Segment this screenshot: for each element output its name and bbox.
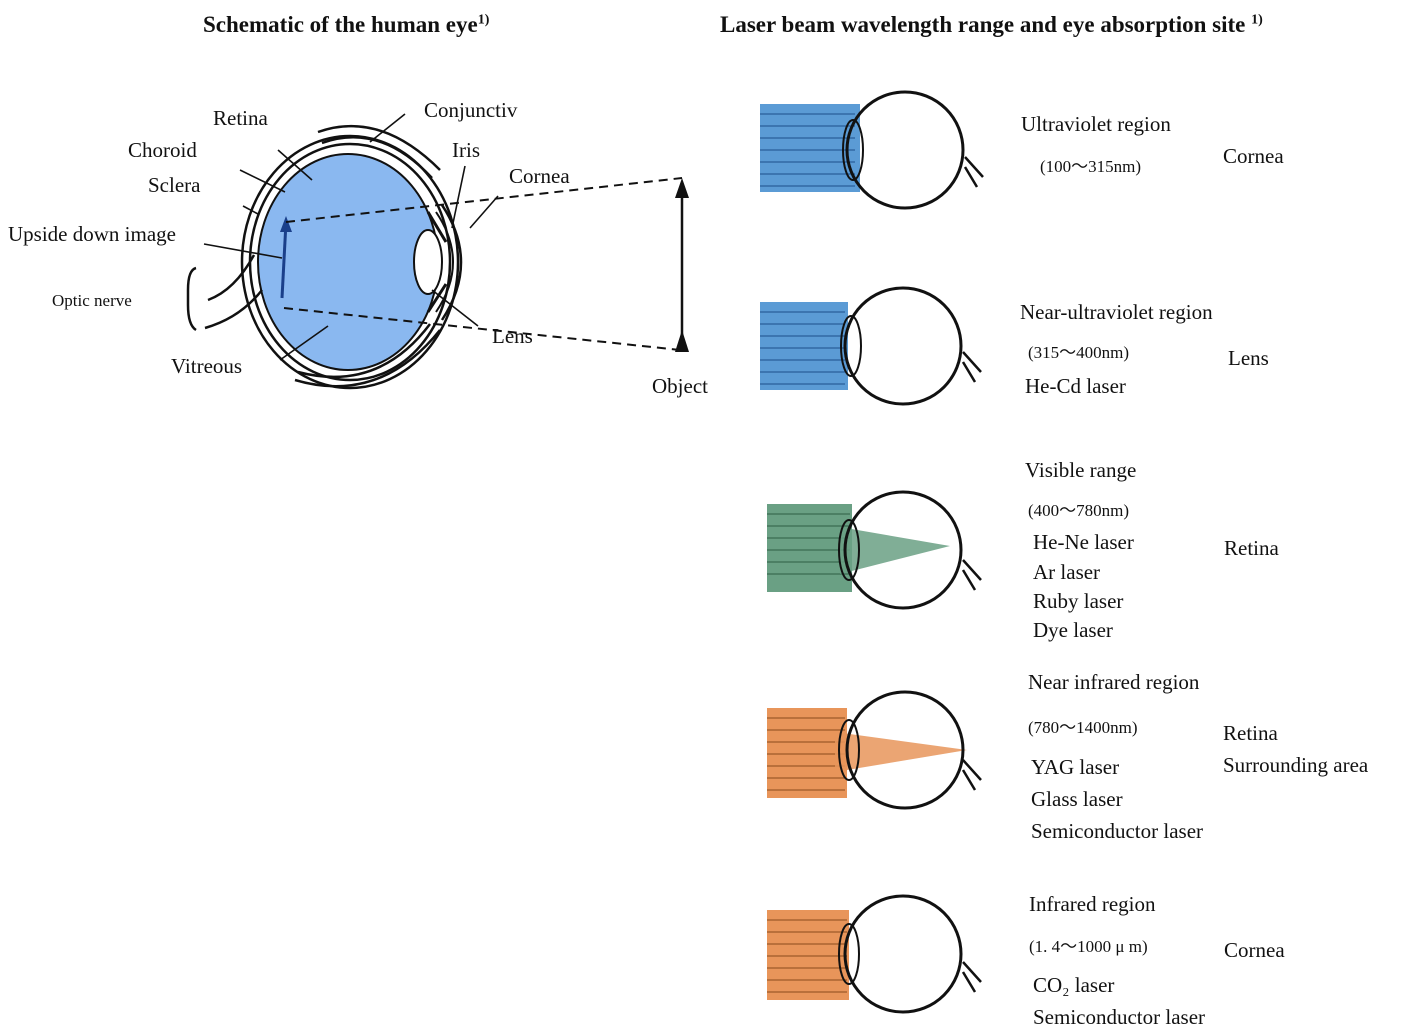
eyeball-near-infrared bbox=[845, 690, 965, 810]
leader-sclera bbox=[242, 205, 259, 215]
eyeball-visible bbox=[843, 490, 963, 610]
nir-laser-2: Semiconductor laser bbox=[1031, 819, 1204, 843]
left-title-text: Schematic of the human eye bbox=[203, 12, 478, 37]
uv-site: Cornea bbox=[1223, 144, 1284, 168]
inverted-image-head bbox=[280, 216, 292, 232]
beam-ultraviolet bbox=[760, 104, 860, 192]
leader-vitreous bbox=[279, 325, 329, 361]
leader-conjunctiva bbox=[369, 113, 406, 143]
leader-upside-down bbox=[203, 243, 283, 259]
ray-lower bbox=[283, 307, 681, 351]
cornea-shape bbox=[440, 204, 463, 321]
beam-near-infrared bbox=[767, 708, 847, 798]
optic-nerve-upper bbox=[207, 254, 256, 302]
ir-range: (1. 4～1000 μ m) bbox=[1029, 937, 1148, 956]
beam-near-infrared-focus bbox=[835, 732, 967, 772]
vis-laser-3: Dye laser bbox=[1033, 618, 1113, 642]
nir-range: (780～1400nm) bbox=[1028, 718, 1138, 737]
nuv-range: (315～400nm) bbox=[1028, 343, 1130, 362]
optic-nerve-lower bbox=[204, 289, 263, 330]
leader-retina bbox=[277, 149, 313, 181]
left-title-ref: 1) bbox=[477, 12, 490, 28]
object-arrow-tail bbox=[675, 330, 689, 352]
nir-site-extra: Surrounding area bbox=[1223, 753, 1369, 777]
label-retina: Retina bbox=[213, 106, 268, 130]
beam-visible-focus bbox=[840, 527, 950, 574]
right-title-ref: 1) bbox=[1251, 12, 1263, 28]
uv-range: (100～315nm) bbox=[1040, 157, 1142, 176]
nir-laser-0: YAG laser bbox=[1031, 755, 1120, 779]
ir-laser-0: CO₂ laser bbox=[1033, 973, 1115, 997]
label-sclera: Sclera bbox=[148, 173, 201, 197]
eye-schematic bbox=[186, 113, 689, 390]
label-lens: Lens bbox=[492, 324, 533, 348]
vis-laser-2: Ruby laser bbox=[1033, 589, 1124, 613]
eyeball-infrared bbox=[843, 894, 963, 1014]
label-iris: Iris bbox=[452, 138, 480, 162]
ir-region: Infrared region bbox=[1029, 892, 1156, 916]
nir-region: Near infrared region bbox=[1028, 670, 1200, 694]
eyeball-near-ultraviolet bbox=[843, 286, 963, 406]
right-title-text: Laser beam wavelength range and eye abso… bbox=[720, 12, 1246, 37]
lens-shape bbox=[413, 229, 443, 295]
beam-infrared bbox=[767, 910, 849, 1000]
nir-laser-1: Glass laser bbox=[1031, 787, 1123, 811]
conjunctiva-upper-arc bbox=[317, 124, 441, 171]
eye-ultraviolet bbox=[760, 90, 984, 210]
eye-near-ultraviolet bbox=[760, 286, 982, 406]
leader-iris bbox=[451, 165, 466, 229]
optic-nerve-brace bbox=[186, 266, 197, 332]
leader-choroid bbox=[239, 169, 286, 193]
ir-site: Cornea bbox=[1224, 938, 1285, 962]
inverted-image-arrow bbox=[280, 221, 288, 299]
nuv-laser-0: He-Cd laser bbox=[1025, 374, 1126, 398]
left-title: Schematic of the human eye1) bbox=[203, 12, 489, 38]
eye-near-infrared bbox=[767, 690, 982, 810]
nir-site: Retina bbox=[1223, 721, 1278, 745]
leader-cornea bbox=[469, 195, 499, 229]
right-title: Laser beam wavelength range and eye abso… bbox=[720, 12, 1263, 38]
sclera-outline bbox=[240, 134, 460, 390]
vis-region: Visible range bbox=[1025, 458, 1137, 482]
label-upside-down-image: Upside down image bbox=[8, 222, 176, 246]
label-vitreous: Vitreous bbox=[171, 354, 243, 378]
cornea-shape-inner bbox=[435, 211, 454, 313]
iris-upper bbox=[426, 211, 448, 243]
leader-lens bbox=[431, 289, 479, 327]
vis-site: Retina bbox=[1224, 536, 1279, 560]
object-arrow-head bbox=[675, 178, 689, 198]
label-choroid: Choroid bbox=[128, 138, 197, 162]
ray-upper bbox=[285, 177, 683, 223]
uv-region: Ultraviolet region bbox=[1021, 112, 1171, 136]
nuv-site: Lens bbox=[1228, 346, 1269, 370]
label-conjunctiva: Conjunctiv bbox=[424, 98, 518, 122]
vis-range: (400～780nm) bbox=[1028, 501, 1130, 520]
ir-laser-1: Semiconductor laser bbox=[1033, 1005, 1206, 1029]
beam-near-ultraviolet bbox=[760, 302, 848, 390]
nuv-region: Near-ultraviolet region bbox=[1020, 300, 1213, 324]
vis-laser-0: He-Ne laser bbox=[1033, 530, 1134, 554]
conjunctiva-lower-arc-2 bbox=[297, 323, 431, 379]
label-cornea: Cornea bbox=[509, 164, 570, 188]
eye-visible bbox=[767, 490, 982, 610]
vis-laser-1: Ar laser bbox=[1033, 560, 1101, 584]
label-object: Object bbox=[652, 374, 708, 398]
iris-lower bbox=[426, 283, 448, 313]
conjunctiva-lower-arc bbox=[294, 329, 441, 388]
eye-infrared bbox=[767, 894, 982, 1014]
eyeball-ultraviolet bbox=[845, 90, 965, 210]
label-optic-nerve: Optic nerve bbox=[52, 291, 132, 310]
beam-visible bbox=[767, 504, 852, 592]
